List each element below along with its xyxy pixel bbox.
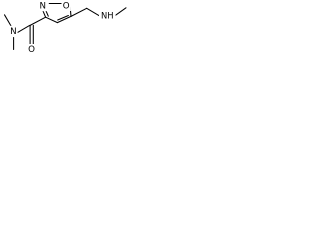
o-carbonyl-label-bg [27, 44, 37, 55]
bond-ring-to-ch2 [70, 7, 88, 17]
n-ring-label-bg [38, 0, 47, 12]
nh-amine-label-bg [99, 10, 116, 22]
bond-n-to-carbonyl-carbon [16, 24, 31, 34]
n-amide-label: N [10, 27, 17, 37]
bond-nmethyl-left [3, 14, 12, 28]
structure-canvas: N O N O NH [0, 0, 128, 75]
bond-ch2-to-nh [86, 7, 101, 17]
atom-label-group: N O N O NH [9, 0, 116, 55]
chemical-structure-diagram: N O N O NH [3, 0, 127, 55]
o-ring-label: O [63, 1, 70, 11]
n-amide-label-bg [9, 25, 18, 37]
bond-ring-c4-c3 [45, 16, 58, 24]
o-carbonyl-label: O [28, 45, 35, 55]
bond-ring-c5-c4 [56, 15, 72, 24]
bond-carbonyl-to-ring [29, 16, 47, 26]
n-ring-label: N [39, 2, 46, 12]
nh-amine-label: NH [101, 11, 114, 21]
bond-nh-to-methyl [114, 7, 127, 17]
bond-ring-inner-double-b [57, 14, 69, 21]
bond-group [3, 2, 127, 51]
o-ring-label-bg [61, 0, 71, 12]
